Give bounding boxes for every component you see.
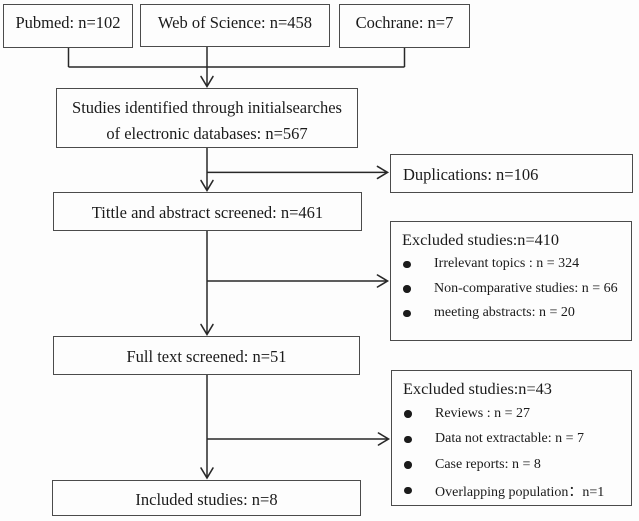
node-full-text-screened: Full text screened: n=51 (53, 336, 360, 375)
excluded-43-list: Reviews : n = 27 Data not extractable: n… (403, 401, 627, 503)
bullet-icon (404, 486, 412, 495)
node-full-text-screened-label: Full text screened: n=51 (126, 346, 287, 366)
node-included-studies-label: Included studies: n=8 (135, 490, 278, 509)
excluded-410-list: Irrelevant topics : n = 324 Non-comparat… (402, 252, 627, 326)
bullet-icon (404, 461, 412, 469)
node-cochrane: Cochrane: n=7 (339, 4, 470, 48)
node-cochrane-label: Cochrane: n=7 (355, 13, 454, 32)
node-title-abstract-screened-label: Tittle and abstract screened: n=461 (91, 203, 324, 222)
node-studies-identified: Studies identified through initialsearch… (56, 88, 358, 148)
list-item-text: Overlapping population：n=1 (435, 484, 605, 500)
node-included-studies: Included studies: n=8 (52, 480, 361, 516)
arrowhead-into-included (200, 467, 214, 480)
node-excluded-studies-410: Excluded studies:n=410 Irrelevant topics… (390, 221, 632, 341)
node-web-of-science: Web of Science: n=458 (140, 4, 330, 47)
arrowhead-into-duplications (376, 165, 390, 180)
node-pubmed: Pubmed: n=102 (3, 4, 133, 48)
node-excluded-studies-43: Excluded studies:n=43 Reviews : n = 27 D… (391, 370, 632, 506)
bullet-icon (403, 260, 411, 268)
node-studies-identified-line1: Studies identified through initialsearch… (72, 97, 342, 117)
node-pubmed-label: Pubmed: n=102 (15, 13, 121, 32)
list-item-text: Case reports: n = 8 (435, 456, 541, 472)
list-item: Irrelevant topics : n = 324 (402, 252, 627, 277)
node-title-abstract-screened: Tittle and abstract screened: n=461 (53, 192, 362, 231)
list-item-text: meeting abstracts: n = 20 (434, 305, 575, 321)
node-duplications-label: Duplications: n=106 (403, 165, 539, 184)
node-excluded-studies-410-title: Excluded studies:n=410 (402, 230, 560, 249)
list-item-text: Non-comparative studies: n = 66 (434, 280, 618, 296)
arrowhead-into-excluded-43 (377, 432, 391, 446)
list-item-text: Data not extractable: n = 7 (435, 431, 585, 447)
list-item: Reviews : n = 27 (403, 401, 627, 427)
bullet-icon (404, 410, 412, 418)
arrowhead-into-screened (200, 179, 214, 193)
list-item: Case reports: n = 8 (403, 452, 627, 478)
bullet-icon (404, 435, 412, 444)
arrowhead-into-excluded-410 (376, 274, 390, 288)
list-item: Overlapping population：n=1 (403, 478, 627, 504)
node-web-of-science-label: Web of Science: n=458 (157, 12, 313, 32)
bullet-icon (403, 285, 411, 293)
list-item: Data not extractable: n = 7 (403, 427, 627, 453)
list-item-text: Irrelevant topics : n = 324 (434, 256, 580, 272)
node-excluded-studies-43-title: Excluded studies:n=43 (403, 379, 552, 398)
node-studies-identified-line2: of electronic databases: n=567 (106, 123, 308, 143)
list-item: meeting abstracts: n = 20 (402, 301, 627, 326)
bullet-icon (403, 309, 411, 317)
arrowhead-into-fulltext (200, 323, 214, 337)
arrowhead-into-identified (200, 75, 214, 89)
list-item: Non-comparative studies: n = 66 (402, 277, 627, 302)
node-duplications: Duplications: n=106 (390, 154, 633, 193)
list-item-text: Reviews : n = 27 (435, 405, 530, 421)
